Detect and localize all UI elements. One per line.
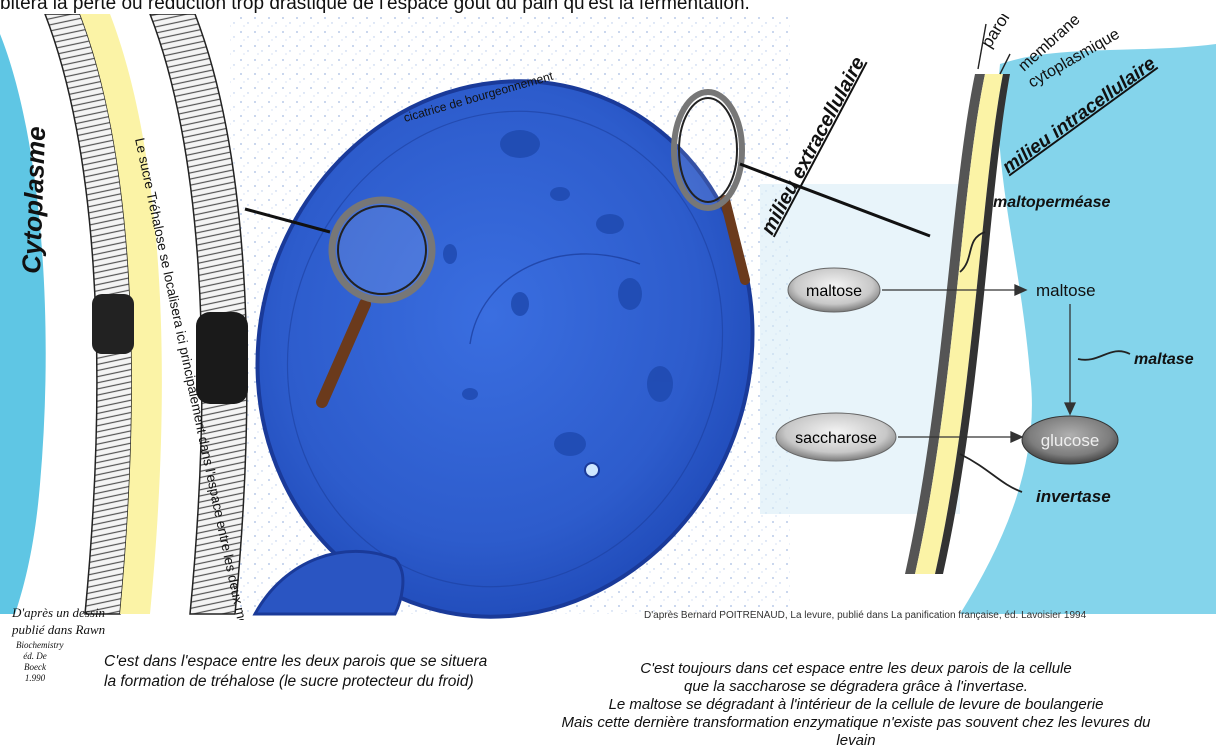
glucose-label: glucose	[1041, 431, 1100, 450]
rawn-credit-line-2: publié dans Rawn	[12, 621, 105, 638]
rawn-credit-line-3: Biochemistry	[16, 640, 54, 651]
cytoplasme-label: Cytoplasme	[16, 126, 51, 274]
caption-right-line-3: Le maltose se dégradant à l'intérieur de…	[556, 696, 1156, 714]
channel-protein-2	[196, 312, 248, 404]
rawn-credit-line-4: éd. De Boeck	[16, 651, 54, 673]
invertase-label: invertase	[1036, 487, 1111, 506]
caption-right-line-4: Mais cette dernière transformation enzym…	[556, 714, 1156, 750]
maltose-out-label: maltose	[806, 283, 862, 300]
vacuole	[585, 463, 599, 477]
rawn-credit-small: Biochemistry éd. De Boeck 1.990	[16, 640, 54, 684]
caption-right-line-2: que la saccharose se dégradera grâce à l…	[556, 678, 1156, 696]
yeast-cell-figure: Cytoplasme Le sucre Tréhalose se localis…	[0, 14, 1216, 620]
rawn-credit-line-5: 1.990	[16, 673, 54, 684]
poitrenaud-credit: D'après Bernard POITRENAUD, La levure, p…	[644, 610, 1086, 621]
arrow-saccharose-head	[1011, 432, 1022, 442]
maltopermease-label: maltoperméase	[993, 194, 1110, 211]
caption-left-line-1: C'est dans l'espace entre les deux paroi…	[104, 652, 544, 672]
paroi-label: paroi	[977, 14, 1013, 51]
header-text: bitera la perte ou réduction trop drasti…	[0, 0, 1216, 15]
squiggle-invertase	[960, 454, 1022, 492]
saccharose-label: saccharose	[795, 430, 877, 447]
channel-protein-1	[92, 294, 134, 354]
caption-left: C'est dans l'espace entre les deux paroi…	[104, 652, 544, 692]
rawn-credit-line-1: D'après un dessin	[12, 604, 105, 621]
caption-left-line-2: la formation de tréhalose (le sucre prot…	[104, 672, 544, 692]
rawn-credit: D'après un dessin publié dans Rawn	[12, 604, 105, 638]
caption-right: C'est toujours dans cet espace entre les…	[556, 660, 1156, 750]
maltose-in-label: maltose	[1036, 281, 1096, 300]
caption-right-line-1: C'est toujours dans cet espace entre les…	[556, 660, 1156, 678]
cytoplasm-region	[0, 34, 46, 614]
maltase-label: maltase	[1134, 351, 1194, 368]
